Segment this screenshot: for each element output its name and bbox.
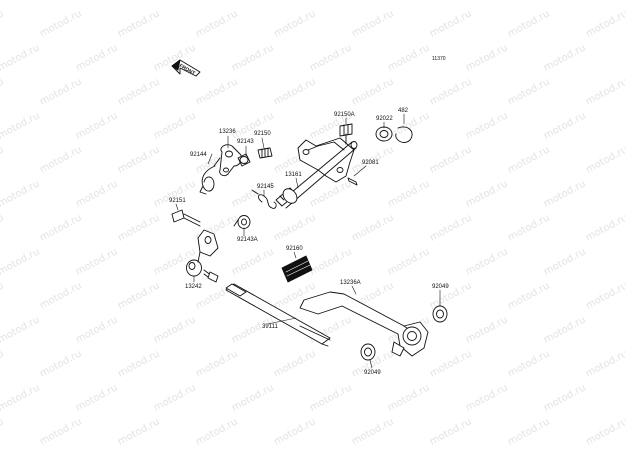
part-label-482: 482 [398,108,409,114]
bolt-92151 [171,209,201,227]
leader-lines [175,113,441,369]
rubber-92160 [281,255,313,283]
pin-92143 [237,153,251,167]
part-label-92151: 92151 [169,198,186,204]
tie-rod-39111 [225,283,331,347]
shift-shaft-13161 [275,137,358,209]
return-spring-92144 [199,157,221,195]
part-label-92049-upper: 92049 [432,284,449,290]
part-label-92022: 92022 [376,116,393,122]
bracket-13236 [219,144,243,177]
washer-92049-upper [432,305,448,323]
front-arrow-icon [171,59,201,77]
part-label-13242: 13242 [185,284,202,290]
part-label-92145: 92145 [257,184,274,190]
part-label-13236: 13236 [219,129,236,135]
shift-arm-13242 [186,229,219,283]
part-label-92143: 92143 [237,139,254,145]
circlip-482 [395,126,413,143]
pin-92081 [347,177,358,186]
part-label-92150: 92150 [254,131,271,137]
part-label-92049-lower: 92049 [364,370,381,376]
collar-92143A [233,215,251,229]
part-label-92081: 92081 [362,160,379,166]
part-label-13236A: 13236A [340,280,361,286]
part-label-92160: 92160 [286,246,303,252]
washer-92022 [375,126,393,142]
spring-92145 [251,189,277,209]
bolt-92150A [339,123,353,145]
part-label-39111: 39111 [262,324,278,330]
bolt-92150 [257,147,273,159]
part-label-92143A: 92143A [237,237,258,243]
washer-92049-lower [360,343,376,361]
part-label-92144: 92144 [190,152,207,158]
part-label-92150A: 92150A [334,112,355,118]
pedal-13236A [299,291,429,357]
diagram-code: 11370 [432,56,446,62]
part-label-13161: 13161 [285,172,302,178]
